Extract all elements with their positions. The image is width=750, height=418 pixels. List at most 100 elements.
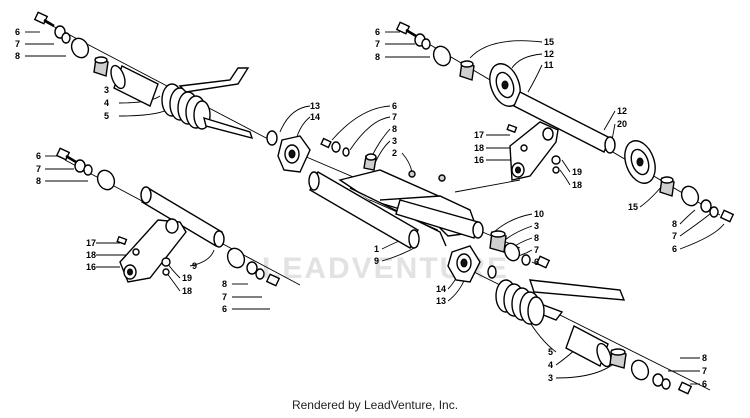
- bushing-15-right: [659, 176, 675, 197]
- washer-18-left: [132, 248, 140, 256]
- main-tube-1: [308, 171, 420, 249]
- callout-label: 6: [375, 27, 380, 37]
- callout-label: 8: [15, 51, 20, 61]
- callout-label: 15: [544, 37, 554, 47]
- callout-label: 19: [572, 167, 582, 177]
- callout-label: 6: [534, 257, 539, 267]
- footer-credit: Rendered by LeadVenture, Inc.: [291, 398, 459, 412]
- callout-label: 18: [182, 286, 192, 296]
- bushing-3-top-left: [93, 56, 109, 77]
- bushing-3-center: [363, 153, 377, 171]
- callout-label: 7: [672, 231, 677, 241]
- washer-8-top-left: [70, 37, 90, 59]
- spring-5-top-left: [161, 67, 254, 140]
- callout-label: 16: [86, 262, 96, 272]
- callout-label: 18: [474, 143, 484, 153]
- callout-label: 7: [702, 366, 707, 376]
- callout-label: 11: [544, 60, 554, 70]
- axle-11: [513, 91, 616, 154]
- washer-7-right: [700, 199, 712, 213]
- arm-14-lower: [447, 245, 481, 283]
- arm-14: [277, 135, 311, 173]
- callout-label: 14: [310, 112, 320, 122]
- callout-label: 12: [544, 49, 554, 59]
- callout-label: 8: [534, 233, 539, 243]
- callout-label: 8: [672, 219, 677, 229]
- callout-label: 3: [104, 85, 109, 95]
- callout-label: 5: [548, 347, 553, 357]
- axle-9-left: [140, 186, 225, 248]
- callout-label: 8: [702, 353, 707, 363]
- spring-5-bottom: [495, 279, 626, 326]
- callout-label: 5: [104, 111, 109, 121]
- bolt-6-left-lower: [265, 273, 281, 287]
- callout-label: 3: [534, 221, 539, 231]
- callout-label: 8: [392, 124, 397, 134]
- washer-8-left: [96, 169, 116, 191]
- wheel-12-20-right: [624, 140, 656, 184]
- callout-label: 13: [310, 101, 320, 111]
- callout-label: 7: [15, 39, 20, 49]
- washer-8-right: [680, 185, 700, 207]
- bolt-6-center: [320, 137, 332, 149]
- bolt-17-left: [116, 235, 128, 246]
- callout-label: 12: [617, 106, 627, 116]
- bushing-3-lower: [489, 230, 507, 253]
- callout-label: 16: [474, 155, 484, 165]
- callout-label: 7: [36, 164, 41, 174]
- top-right-wheel-assembly: [395, 21, 735, 223]
- callout-label: 6: [222, 304, 227, 314]
- callout-label: 17: [86, 238, 96, 248]
- callout-label: 15: [628, 202, 638, 212]
- callout-label: 6: [36, 151, 41, 161]
- washer-7-center: [331, 141, 341, 153]
- callout-label: 13: [436, 296, 446, 306]
- bushing-3-bottom: [609, 348, 627, 369]
- callout-label: 8: [222, 279, 227, 289]
- wheel-12-top: [489, 63, 521, 107]
- callout-label: 8: [36, 176, 41, 186]
- bolt-17-top: [506, 123, 518, 134]
- bolt-6-lower: [535, 255, 551, 269]
- callout-label: 7: [375, 39, 380, 49]
- callout-label: 9: [374, 256, 379, 266]
- callout-label: 18: [572, 180, 582, 190]
- arm-16-top: [509, 121, 559, 181]
- arm-16-left: [119, 218, 187, 283]
- callout-label: 6: [15, 27, 20, 37]
- ring-13: [266, 130, 278, 146]
- upper-tube: [395, 199, 484, 239]
- callout-label: 7: [392, 112, 397, 122]
- washer-18-top: [520, 144, 528, 152]
- callout-label: 8: [375, 52, 380, 62]
- callout-label: 6: [702, 379, 707, 389]
- callout-label: 20: [617, 119, 627, 129]
- callout-label: 10: [534, 209, 544, 219]
- callout-label: 7: [534, 245, 539, 255]
- bolt-6-right: [719, 209, 735, 223]
- callout-label: 14: [436, 284, 446, 294]
- callout-label: 6: [672, 244, 677, 254]
- bolt-6-bottom: [677, 381, 693, 395]
- callout-labels: 6 7 8 3 4 5 13 14 6 7 8 3 2 6 7 8 15 12 …: [15, 27, 707, 389]
- callout-label: 6: [392, 101, 397, 111]
- callout-label: 18: [86, 250, 96, 260]
- washer-8-lower: [503, 242, 521, 262]
- ring-13-lower: [487, 265, 497, 279]
- washer-8-top-right: [432, 45, 452, 67]
- center-right-hardware: [447, 230, 551, 283]
- sleeve-4-bottom: [565, 325, 612, 368]
- sleeve-4-top-left: [110, 64, 159, 107]
- callout-label: 4: [104, 98, 109, 108]
- center-rail-assembly: [266, 130, 484, 249]
- callout-label: 7: [222, 292, 227, 302]
- callout-label: 4: [548, 360, 553, 370]
- callout-label: 19: [182, 273, 192, 283]
- callout-label: 17: [474, 130, 484, 140]
- callout-label: 2: [392, 148, 397, 158]
- top-left-spring-assembly: [33, 11, 254, 140]
- callout-label: 3: [392, 136, 397, 146]
- bottom-right-spring-assembly: [495, 279, 693, 395]
- callout-label: 3: [548, 373, 553, 383]
